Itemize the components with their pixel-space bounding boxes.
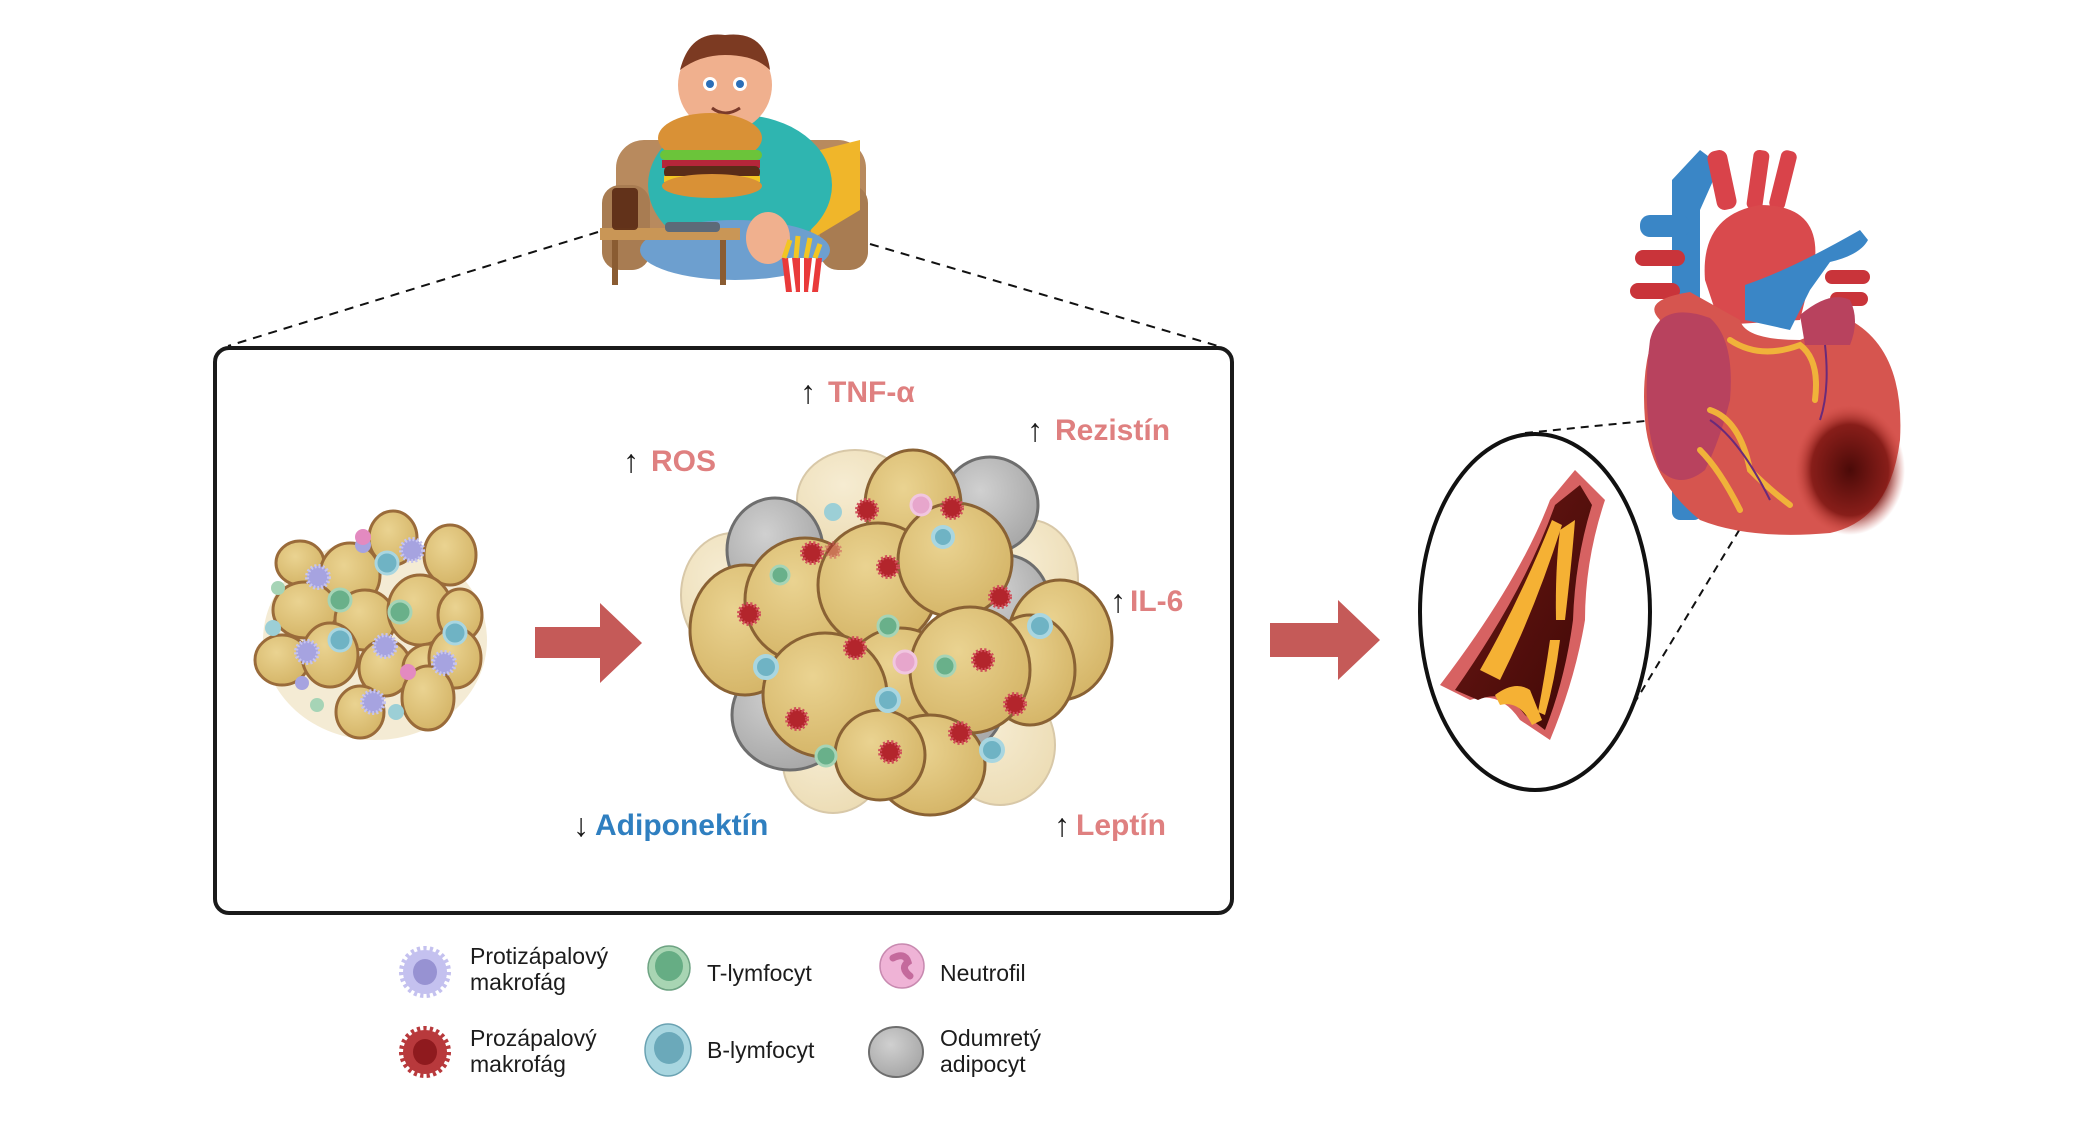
marker-leptin: ↑ Leptín <box>1054 807 1166 844</box>
hypertrophic-adipocyte-cluster-icon <box>680 448 1114 817</box>
up-arrow-icon: ↑ <box>800 374 816 410</box>
obese-person-eating-burger-icon <box>600 34 868 293</box>
legend-label-b-lymphocyte: B-lymfocyt <box>707 1037 815 1063</box>
marker-label: ROS <box>651 444 717 478</box>
legend-icons <box>399 943 925 1078</box>
dead-adipocyte-icon <box>868 1026 924 1078</box>
marker-label: TNF-α <box>828 375 915 409</box>
marker-label: Rezistín <box>1055 413 1171 447</box>
marker-label: Leptín <box>1076 808 1166 842</box>
marker-label: Adiponektín <box>595 808 769 842</box>
marker-rezistin: ↑ Rezistín <box>1027 412 1170 449</box>
legend-label-t-lymphocyte: T-lymfocyt <box>707 960 812 986</box>
marker-adiponektin: ↓ Adiponektín <box>573 807 768 844</box>
zoom-connector-left <box>227 231 599 347</box>
up-arrow-icon: ↑ <box>623 443 639 479</box>
flow-arrow-1 <box>535 603 642 683</box>
t-lymphocyte-icon <box>647 945 691 991</box>
pro-inflammatory-macrophage-icon <box>399 1026 451 1078</box>
adipocyte-cluster-icon <box>253 509 487 740</box>
marker-tnf-alpha: ↑ TNF-α <box>800 374 915 411</box>
plaque-artery-icon <box>1418 432 1652 792</box>
up-arrow-icon: ↑ <box>1054 807 1070 843</box>
down-arrow-icon: ↓ <box>573 807 589 843</box>
marker-il6: ↑ IL-6 <box>1110 583 1183 620</box>
flow-arrow-2 <box>1270 600 1380 680</box>
anti-inflammatory-macrophage-icon <box>399 946 451 998</box>
b-lymphocyte-icon <box>644 1023 692 1077</box>
marker-label: IL-6 <box>1130 584 1184 618</box>
legend-label-anti-inflammatory-macrophage: Protizápalový makrofág <box>470 943 609 995</box>
marker-ros: ↑ ROS <box>623 443 716 480</box>
heart-icon <box>1630 149 1905 535</box>
neutrophil-icon <box>879 943 925 989</box>
legend-label-neutrophil: Neutrofil <box>940 960 1026 986</box>
up-arrow-icon: ↑ <box>1027 412 1043 448</box>
adipose-tissue-frame <box>213 346 1234 915</box>
legend-label-dead-adipocyte: Odumretý adipocyt <box>940 1025 1041 1077</box>
legend-label-pro-inflammatory-macrophage: Prozápalový makrofág <box>470 1025 597 1077</box>
zoom-connector-right <box>869 243 1219 347</box>
up-arrow-icon: ↑ <box>1110 583 1126 619</box>
